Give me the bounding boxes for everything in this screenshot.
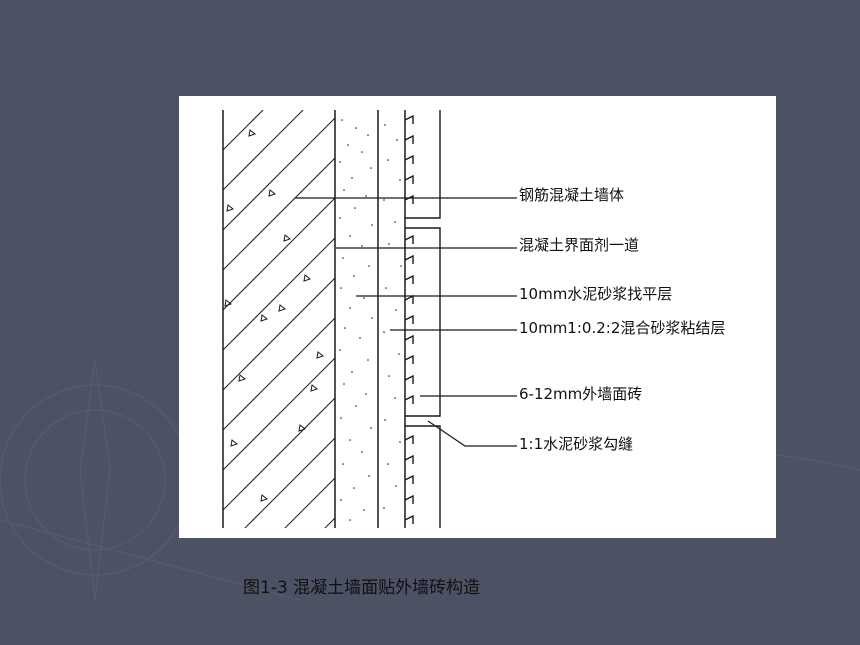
label-joint-mortar: 1:1水泥砂浆勾缝 [519, 435, 634, 453]
label-leveling-mortar: 10mm水泥砂浆找平层 [519, 285, 673, 303]
wall-tiles [404, 110, 441, 528]
label-rc-wall: 钢筋混凝土墙体 [519, 186, 625, 204]
concrete-hatch [223, 110, 335, 528]
label-mixed-mortar: 10mm1:0.2:2混合砂浆粘结层 [519, 319, 726, 337]
label-interface-agent: 混凝土界面剂一道 [519, 236, 640, 254]
drawing-panel [179, 96, 776, 538]
mortar-stipple [339, 119, 402, 521]
figure-caption: 图1-3 混凝土墙面贴外墙砖构造 [243, 578, 481, 598]
leader-lines [295, 197, 517, 447]
label-wall-tile: 6-12mm外墙面砖 [519, 385, 643, 403]
aggregate-triangles [224, 129, 325, 502]
